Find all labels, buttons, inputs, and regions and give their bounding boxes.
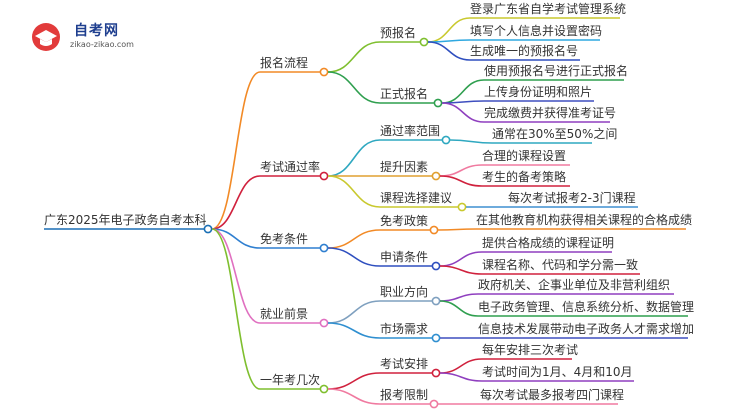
leaf-connector	[439, 293, 479, 302]
subtopic-connector	[327, 322, 381, 339]
leaf-topic: 信息技术发展带动电子政务人才需求增加	[478, 321, 694, 336]
leaf-topic: 电子政务管理、信息系统分析、数据管理	[478, 299, 694, 314]
branch-node-dot	[319, 67, 329, 77]
branch-connector	[211, 228, 261, 390]
branch-topic: 就业前景	[260, 306, 308, 321]
branch-node-dot	[319, 384, 329, 394]
branch-connector	[211, 71, 261, 230]
leaf-connector	[441, 102, 485, 123]
branch-connector	[211, 175, 261, 230]
subtopic-node-dot	[431, 368, 441, 378]
subtopic-connector	[327, 71, 381, 104]
subtopic: 申请条件	[380, 250, 428, 264]
leaf-topic: 课程名称、代码和学分需一致	[482, 257, 638, 272]
subtopic-node-dot	[431, 296, 441, 306]
subtopic-connector	[327, 229, 381, 249]
leaf-topic: 考生的备考策略	[482, 169, 566, 184]
logo-title: 自考网	[74, 23, 119, 39]
leaf-topic: 每年安排三次考试	[482, 342, 578, 357]
branch-topic: 考试通过率	[260, 159, 320, 174]
branch-connector	[211, 228, 261, 249]
subtopic-connector	[327, 139, 381, 177]
leaf-topic: 通常在30%至50%之间	[492, 127, 617, 141]
leaf-topic: 每次考试最多报考四门课程	[480, 387, 624, 402]
subtopic-connector	[327, 247, 381, 267]
subtopic-node-dot	[457, 202, 467, 212]
subtopic-node-dot	[419, 37, 429, 47]
subtopic-node-dot	[441, 135, 451, 145]
subtopic: 课程选择建议	[380, 190, 452, 205]
subtopic: 免考政策	[380, 213, 428, 228]
leaf-topic: 上传身份证明和照片	[484, 84, 592, 99]
leaf-topic: 生成唯一的预报名号	[470, 43, 578, 58]
subtopic: 通过率范围	[380, 123, 440, 138]
leaf-topic: 合理的课程设置	[482, 148, 566, 163]
root-topic: 广东2025年电子政务自考本科	[44, 212, 207, 227]
subtopic: 市场需求	[380, 321, 428, 336]
branch-connector	[211, 228, 261, 324]
leaf-topic: 考试时间为1月、4月和10月	[482, 364, 633, 379]
subtopic-node-dot	[429, 399, 439, 409]
leaf-connector	[427, 41, 471, 61]
subtopic: 提升因素	[380, 159, 428, 174]
logo-url: zikao-zikao.com	[70, 40, 134, 49]
leaf-connector	[439, 265, 483, 275]
leaf-connector	[439, 358, 483, 374]
leaf-connector	[439, 372, 483, 382]
leaf-topic: 每次考试报考2-3门课程	[508, 190, 636, 205]
leaf-topic: 填写个人信息并设置密码	[470, 23, 602, 38]
leaf-topic: 提供合格成绩的课程证明	[482, 235, 614, 250]
branch-topic: 报名流程	[260, 55, 308, 70]
branch-topic: 一年考几次	[260, 373, 320, 387]
subtopic-node-dot	[431, 261, 441, 271]
leaf-connector	[427, 17, 471, 43]
subtopic-node-dot	[433, 98, 443, 108]
subtopic-connector	[327, 41, 381, 73]
subtopic-connector	[327, 300, 381, 324]
leaf-connector	[441, 79, 485, 104]
leaf-connector	[439, 175, 483, 187]
leaf-connector	[437, 228, 477, 231]
subtopic-node-dot	[429, 225, 439, 235]
site-logo[interactable]: 自考网 zikao-zikao.com	[30, 18, 150, 58]
subtopic: 职业方向	[380, 284, 428, 299]
subtopic-node-dot	[431, 333, 441, 343]
subtopic: 报考限制	[380, 387, 428, 402]
leaf-topic: 政府机关、企事业单位及非营利组织	[478, 277, 670, 292]
subtopic-connector	[327, 372, 381, 390]
leaf-topic: 完成缴费并获得准考证号	[484, 105, 616, 120]
branch-topic: 免考条件	[260, 231, 308, 246]
leaf-connector	[439, 164, 483, 177]
leaf-connector	[439, 251, 483, 267]
leaf-connector	[439, 300, 479, 317]
graduation-cap-icon	[32, 23, 60, 51]
subtopic-node-dot	[431, 171, 441, 181]
leaf-topic: 使用预报名号进行正式报名	[484, 63, 628, 78]
leaf-topic: 在其他教育机构获得相关课程的合格成绩	[476, 212, 692, 227]
subtopic-connector	[327, 388, 381, 405]
leaf-connector	[449, 139, 493, 144]
branch-node-dot	[319, 171, 329, 181]
subtopic: 考试安排	[380, 356, 428, 371]
subtopic-connector	[327, 175, 381, 208]
subtopic: 正式报名	[380, 86, 428, 101]
root-node-dot	[203, 224, 213, 234]
subtopic: 预报名	[380, 25, 416, 40]
leaf-topic: 登录广东省自学考试管理系统	[470, 1, 626, 16]
branch-node-dot	[319, 318, 329, 328]
branch-node-dot	[319, 243, 329, 253]
